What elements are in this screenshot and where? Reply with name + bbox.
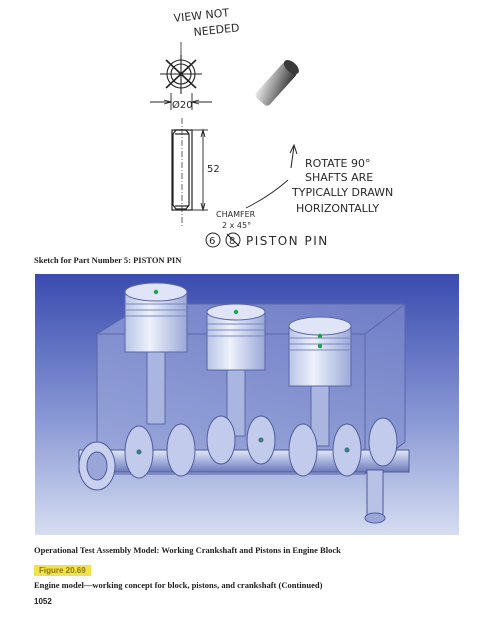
figure-caption: Engine model—working concept for block, … [34, 580, 323, 590]
piston-1 [124, 282, 188, 425]
diameter-dimension [150, 93, 212, 110]
rotate-note-line1: ROTATE 90° [305, 157, 371, 170]
diameter-label: Ø20 [172, 99, 193, 111]
rotate-note-line2: SHAFTS ARE [305, 171, 373, 184]
end-view [160, 42, 202, 94]
length-label: 52 [207, 164, 220, 175]
chamfer-label: CHAMFER [216, 210, 256, 219]
front-view [171, 118, 193, 226]
page-number: 1052 [34, 597, 52, 606]
view-note-line2: NEEDED [193, 21, 240, 39]
piston-3 [288, 316, 352, 447]
rotate-note-line3: TYPICALLY DRAWN [291, 186, 393, 199]
part-name: PISTON PIN [246, 234, 329, 248]
piston-pin-3d-thumbnail [255, 60, 299, 106]
crankshaft [78, 415, 410, 524]
part-number-old: 6 [209, 236, 215, 247]
length-dimension [192, 128, 208, 212]
figure-label-badge: Figure 20.69 [34, 565, 91, 576]
piston-pin-sketch: VIEW NOT NEEDED Ø20 [150, 6, 393, 248]
part-number-new: 8 [229, 236, 235, 247]
sketch-caption: Sketch for Part Number 5: PISTON PIN [34, 255, 182, 265]
piston-2 [206, 303, 266, 437]
rotate-note-line4: HORIZONTALLY [296, 202, 379, 215]
view-note-line1: VIEW NOT [173, 6, 230, 25]
chamfer-size: 2 x 45° [222, 221, 251, 230]
model-caption: Operational Test Assembly Model: Working… [34, 545, 341, 555]
engine-assembly-render [35, 274, 459, 535]
